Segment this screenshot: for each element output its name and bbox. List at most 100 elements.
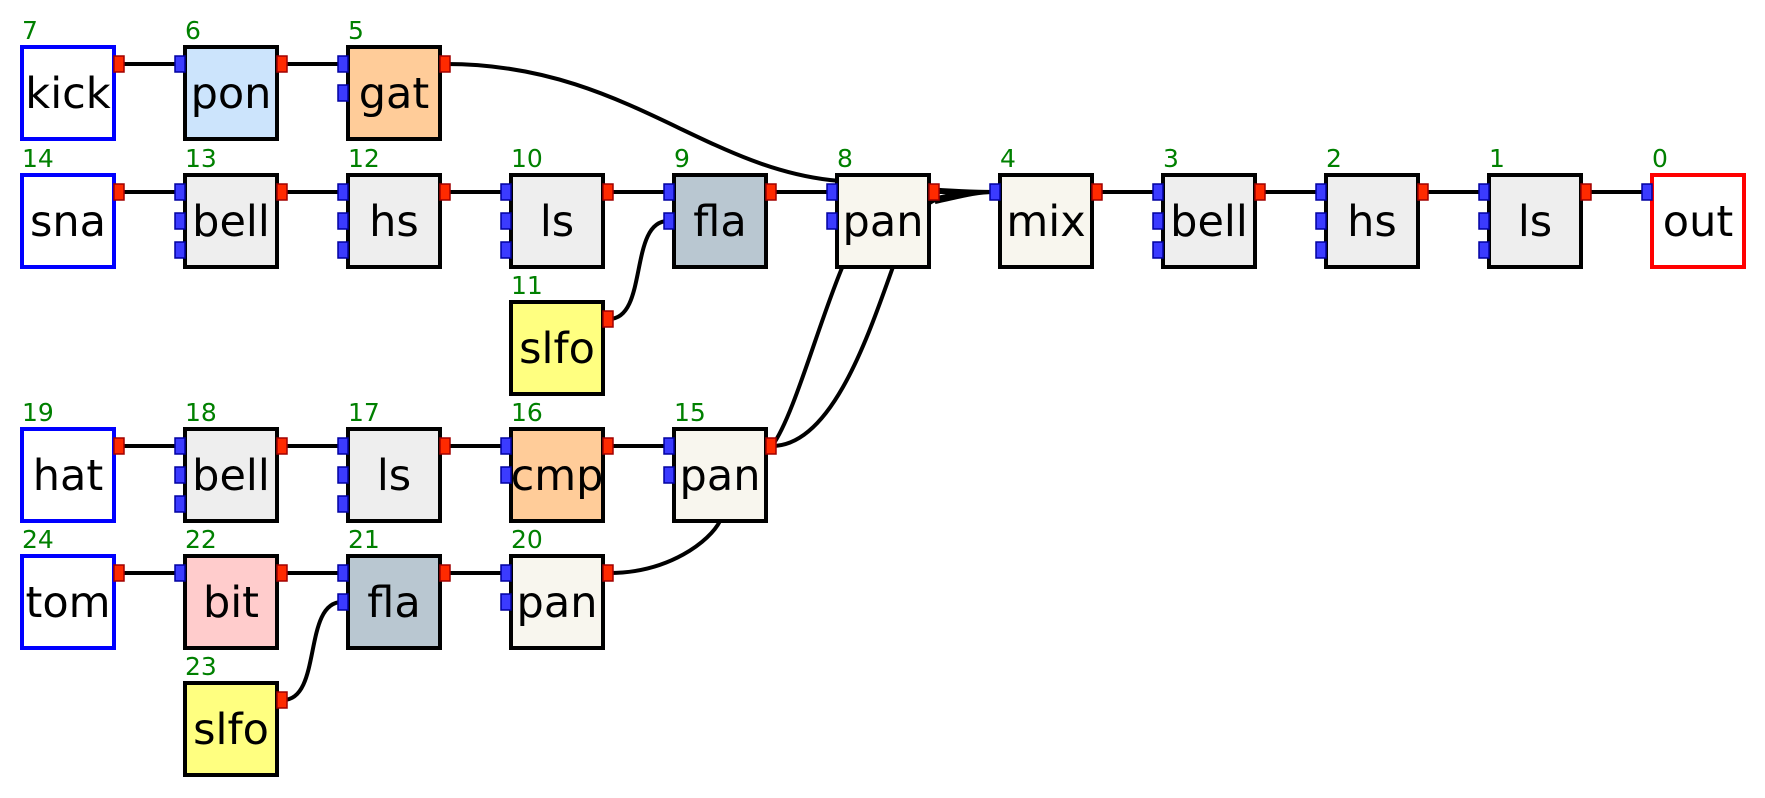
node-box[interactable]	[183, 173, 279, 269]
input-port[interactable]	[500, 183, 512, 201]
input-port[interactable]	[500, 593, 512, 611]
input-port[interactable]	[500, 241, 512, 259]
node-hs-2[interactable]: 2hs	[1315, 144, 1429, 269]
input-port[interactable]	[174, 437, 186, 455]
input-port[interactable]	[1641, 183, 1653, 201]
node-box[interactable]	[998, 173, 1094, 269]
output-port[interactable]	[1580, 183, 1592, 201]
output-port[interactable]	[602, 183, 614, 201]
input-port[interactable]	[500, 437, 512, 455]
node-box[interactable]	[346, 173, 442, 269]
input-port[interactable]	[989, 183, 1001, 201]
input-port[interactable]	[337, 564, 349, 582]
input-port[interactable]	[337, 495, 349, 513]
input-port[interactable]	[337, 437, 349, 455]
input-port[interactable]	[337, 212, 349, 230]
input-port[interactable]	[1478, 183, 1490, 201]
input-port[interactable]	[663, 212, 675, 230]
input-port[interactable]	[663, 183, 675, 201]
input-port[interactable]	[1152, 212, 1164, 230]
output-port[interactable]	[1091, 183, 1103, 201]
output-port[interactable]	[276, 691, 288, 709]
output-port[interactable]	[602, 564, 614, 582]
input-port[interactable]	[174, 495, 186, 513]
input-port[interactable]	[174, 55, 186, 73]
output-port[interactable]	[113, 55, 125, 73]
input-port[interactable]	[1478, 212, 1490, 230]
output-port[interactable]	[276, 55, 288, 73]
input-port[interactable]	[826, 183, 838, 201]
output-port[interactable]	[276, 437, 288, 455]
node-box[interactable]	[20, 427, 116, 523]
output-port[interactable]	[276, 183, 288, 201]
input-port[interactable]	[1315, 183, 1327, 201]
input-port[interactable]	[1152, 183, 1164, 201]
node-box[interactable]	[183, 554, 279, 650]
output-port[interactable]	[765, 437, 777, 455]
input-port[interactable]	[174, 212, 186, 230]
node-box[interactable]	[183, 45, 279, 141]
output-port[interactable]	[439, 55, 451, 73]
input-port[interactable]	[337, 241, 349, 259]
input-port[interactable]	[1315, 212, 1327, 230]
input-port[interactable]	[1152, 241, 1164, 259]
output-port[interactable]	[439, 564, 451, 582]
node-box[interactable]	[1161, 173, 1257, 269]
node-ls-1[interactable]: 1ls	[1478, 144, 1592, 269]
input-port[interactable]	[663, 437, 675, 455]
output-port[interactable]	[1417, 183, 1429, 201]
node-box[interactable]	[509, 300, 605, 396]
node-box[interactable]	[183, 681, 279, 777]
output-port[interactable]	[602, 437, 614, 455]
node-box[interactable]	[835, 173, 931, 269]
output-port[interactable]	[928, 183, 940, 201]
input-port[interactable]	[174, 466, 186, 484]
output-port[interactable]	[602, 310, 614, 328]
output-port[interactable]	[113, 437, 125, 455]
input-port[interactable]	[500, 564, 512, 582]
node-box[interactable]	[20, 554, 116, 650]
input-port[interactable]	[174, 241, 186, 259]
input-port[interactable]	[174, 564, 186, 582]
node-box[interactable]	[20, 45, 116, 141]
input-port[interactable]	[500, 466, 512, 484]
output-port[interactable]	[439, 437, 451, 455]
input-port[interactable]	[337, 84, 349, 102]
output-port[interactable]	[765, 183, 777, 201]
node-box[interactable]	[1324, 173, 1420, 269]
output-port[interactable]	[276, 564, 288, 582]
node-box[interactable]	[509, 427, 605, 523]
node-box[interactable]	[20, 173, 116, 269]
output-port[interactable]	[439, 183, 451, 201]
input-port[interactable]	[337, 55, 349, 73]
node-box[interactable]	[509, 173, 605, 269]
input-port[interactable]	[826, 212, 838, 230]
input-port[interactable]	[1315, 241, 1327, 259]
input-port[interactable]	[337, 183, 349, 201]
input-port[interactable]	[1478, 241, 1490, 259]
node-box[interactable]	[1650, 173, 1746, 269]
input-port[interactable]	[174, 183, 186, 201]
output-port[interactable]	[1254, 183, 1266, 201]
